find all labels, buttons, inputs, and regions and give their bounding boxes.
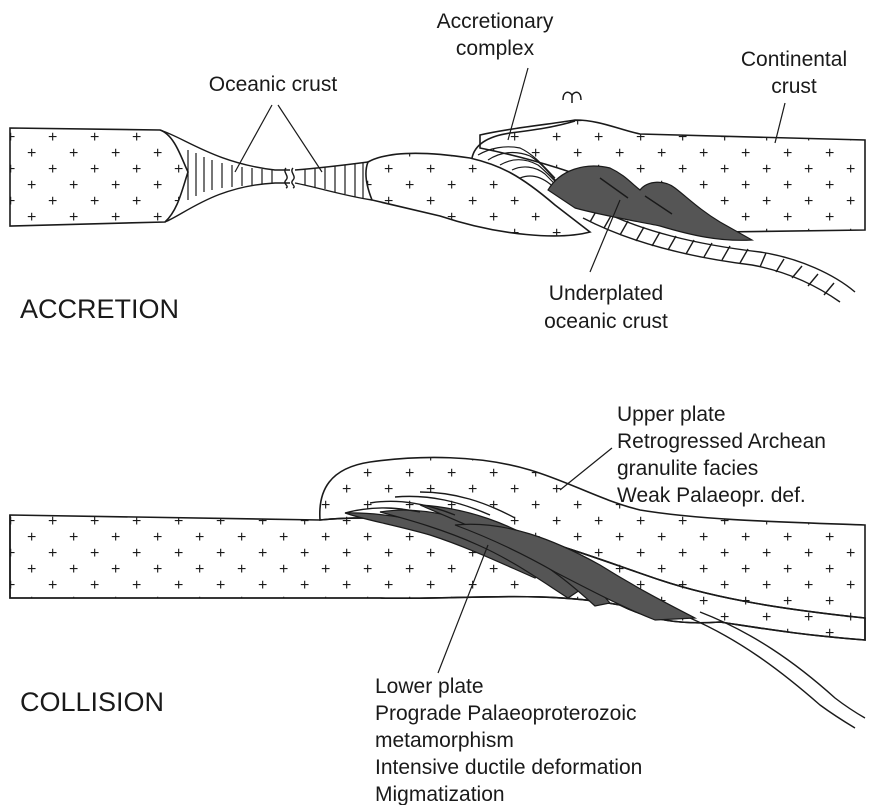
label-underplated-line1: Underplated <box>549 282 663 305</box>
label-underplated-line2: oceanic crust <box>544 310 668 333</box>
label-upper-plate-3: granulite facies <box>617 457 758 480</box>
label-accretionary-line1: Accretionary <box>437 10 554 33</box>
label-upper-plate-4: Weak Palaeopr. def. <box>617 484 806 507</box>
title-accretion: ACCRETION <box>20 294 179 324</box>
label-lower-plate-1: Lower plate <box>375 675 484 698</box>
collision-panel: Upper plate Retrogressed Archean granuli… <box>10 403 865 805</box>
label-upper-plate-1: Upper plate <box>617 403 726 426</box>
label-accretionary-line2: complex <box>456 37 535 60</box>
label-lower-plate-2: Prograde Palaeoproterozoic <box>375 702 637 725</box>
label-oceanic-crust: Oceanic crust <box>209 73 338 96</box>
label-continental-line1: Continental <box>741 48 847 71</box>
label-lower-plate-4: Intensive ductile deformation <box>375 756 642 779</box>
label-lower-plate-5: Migmatization <box>375 783 505 805</box>
label-upper-plate-2: Retrogressed Archean <box>617 430 826 453</box>
label-lower-plate-3: metamorphism <box>375 729 514 752</box>
accretion-panel: Oceanic crust Accretionary complex Conti… <box>10 10 865 333</box>
left-continental-block <box>10 128 188 226</box>
title-collision: COLLISION <box>20 687 164 717</box>
oceanic-crust-strip <box>160 130 372 222</box>
label-continental-line2: crust <box>771 75 817 98</box>
